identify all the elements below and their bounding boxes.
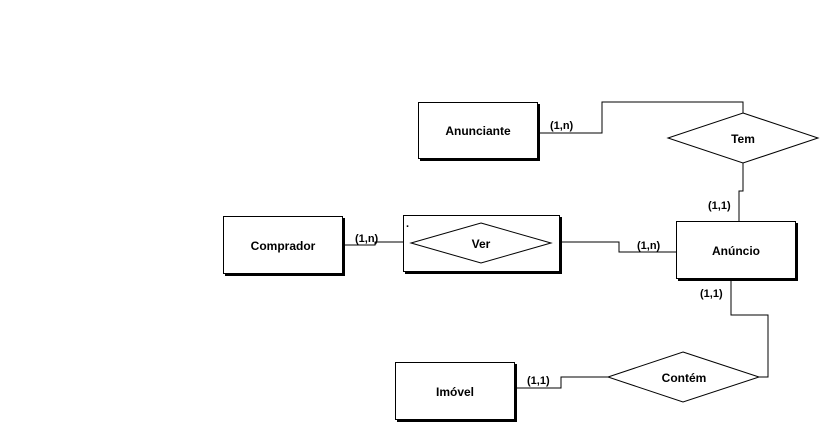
cardinalities: (1,n) (1,1) (1,n) (1,n) (1,1) (1,1) — [355, 120, 731, 387]
connector-anunciante-tem — [538, 101, 744, 134]
relationship-ver: Ver . — [403, 215, 562, 274]
entity-box — [676, 221, 796, 279]
entity-imovel: Imóvel — [395, 362, 517, 422]
cardinality-anuncio-tem: (1,1) — [708, 200, 731, 212]
cardinality-comprador-ver: (1,n) — [355, 233, 379, 245]
connector-ver-anuncio — [551, 241, 676, 253]
cardinality-imovel-contem: (1,1) — [527, 375, 550, 387]
entity-box — [395, 362, 515, 420]
entity-label-comprador: Comprador — [251, 239, 316, 253]
relationship-diamond — [606, 351, 761, 403]
cardinality-anuncio-ver: (1,n) — [637, 240, 661, 252]
connectors — [343, 101, 769, 389]
relationship-label-tem: Tem — [731, 132, 755, 146]
relationship-label-ver: Ver — [472, 237, 491, 251]
entity-label-imovel: Imóvel — [436, 385, 474, 399]
entity-box — [418, 102, 538, 159]
connector-tem-anuncio — [738, 163, 744, 221]
entity-label-anunciante: Anunciante — [445, 124, 511, 138]
entity-comprador: Comprador — [223, 216, 345, 276]
relationship-diamond — [409, 222, 553, 264]
relationship-tem: Tem — [666, 112, 820, 164]
entity-label-anuncio: Anúncio — [712, 244, 760, 258]
relationship-contem: Contém — [606, 351, 761, 403]
entity-box — [223, 216, 343, 274]
relationship-diamond — [666, 112, 820, 164]
relationship-label-contem: Contém — [662, 371, 707, 385]
cardinality-anunciante-tem: (1,n) — [550, 120, 574, 132]
entity-anuncio: Anúncio — [676, 221, 798, 281]
connector-contem-imovel — [515, 376, 608, 389]
cardinality-anuncio-contem: (1,1) — [700, 288, 723, 300]
frame-corner-dot: . — [406, 218, 409, 230]
connector-anuncio-contem — [730, 281, 769, 378]
entity-anunciante: Anunciante — [418, 102, 540, 161]
connector-comprador-ver — [343, 241, 410, 246]
